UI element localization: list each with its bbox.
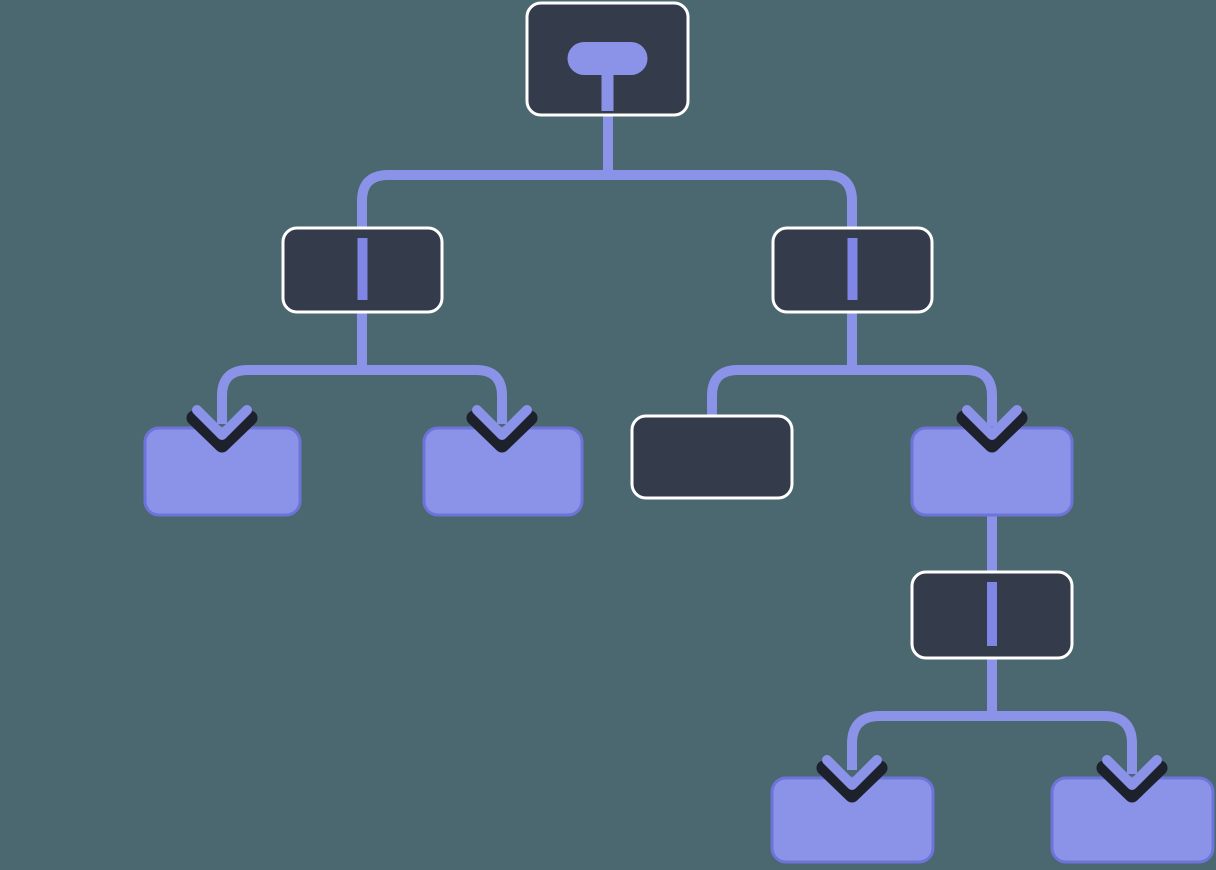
branch-left-node-inner-bar: [357, 238, 368, 300]
arrow-into-leaf-2-purple-chevron-icon: [472, 405, 532, 440]
plain-dark-node: [630, 414, 794, 500]
arrow-into-leaf-1-purple-chevron-icon: [192, 405, 252, 440]
arrow-into-leaf-2-dark-chevron-icon: [466, 410, 538, 453]
branch-lower-node-inner-bar: [987, 582, 997, 646]
arrow-into-leaf-5-purple-chevron-icon: [1102, 755, 1162, 790]
arrow-into-leaf-4-purple-chevron-icon: [822, 755, 882, 790]
root-pill-icon: [567, 42, 648, 75]
branch-right-node-inner-bar: [847, 238, 858, 300]
arrow-into-leaf-3-dark-chevron-icon: [956, 410, 1028, 453]
edge-right-branch-bar: [707, 365, 997, 436]
root-pill-stem: [601, 67, 614, 111]
arrow-into-leaf-4-dark-chevron-icon: [816, 760, 888, 803]
edge-bottom-bar: [847, 711, 1137, 774]
arrow-into-leaf-1-dark-chevron-icon: [186, 410, 258, 453]
arrow-into-leaf-5-dark-chevron-icon: [1096, 760, 1168, 803]
edge-left-branch-bar: [217, 365, 507, 424]
edge-top-bar: [357, 170, 857, 230]
arrow-into-leaf-3-purple-chevron-icon: [962, 405, 1022, 440]
